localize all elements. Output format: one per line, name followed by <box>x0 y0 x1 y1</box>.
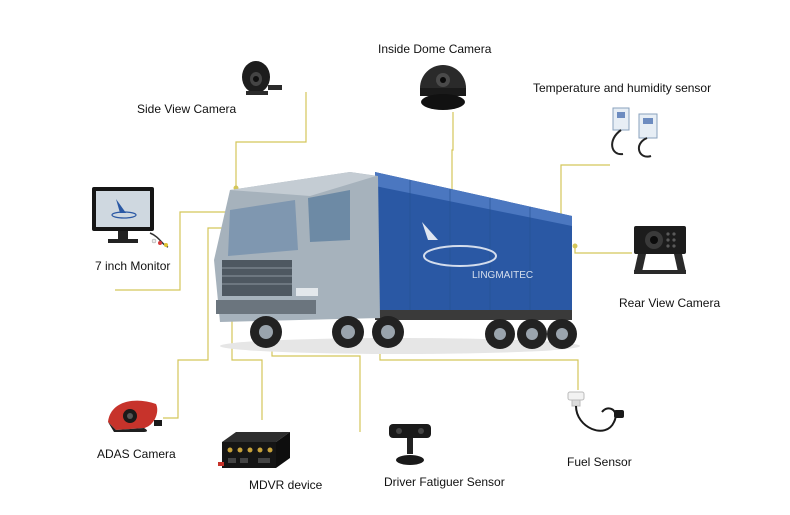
monitor-icon <box>92 187 169 248</box>
monitor-label: 7 inch Monitor <box>95 259 171 273</box>
mdvr-icon <box>218 432 290 468</box>
temperature-sensor-label: Temperature and humidity sensor <box>533 81 712 95</box>
temperature-sensor-icon <box>611 107 658 158</box>
adas-camera-icon <box>108 400 162 432</box>
dome-camera-icon <box>420 65 466 110</box>
rear-camera-icon <box>634 226 686 274</box>
truck-illustration: LINGMAITEC <box>214 172 580 354</box>
dome-camera-label: Inside Dome Camera <box>378 42 492 56</box>
side-view-camera-label: Side View Camera <box>137 102 237 116</box>
connector-side-view-camera <box>235 92 307 188</box>
fuel-sensor-icon <box>567 391 624 432</box>
adas-camera-label: ADAS Camera <box>97 447 176 461</box>
trailer-logo: LINGMAITEC <box>422 222 533 281</box>
side-view-camera-icon <box>242 61 282 95</box>
connector-adas-camera <box>163 227 238 419</box>
rear-camera-label: Rear View Camera <box>619 296 721 310</box>
connector-dome-camera <box>451 112 454 196</box>
connector-monitor <box>115 211 236 291</box>
fatigue-sensor-icon <box>389 424 431 465</box>
connector-mdvr <box>231 316 263 420</box>
fatigue-sensor-label: Driver Fatiguer Sensor <box>384 475 505 489</box>
trailer-brand-text: LINGMAITEC <box>472 270 533 281</box>
windshield <box>228 200 298 256</box>
fuel-sensor-label: Fuel Sensor <box>567 455 632 469</box>
mdvr-label: MDVR device <box>249 478 323 492</box>
